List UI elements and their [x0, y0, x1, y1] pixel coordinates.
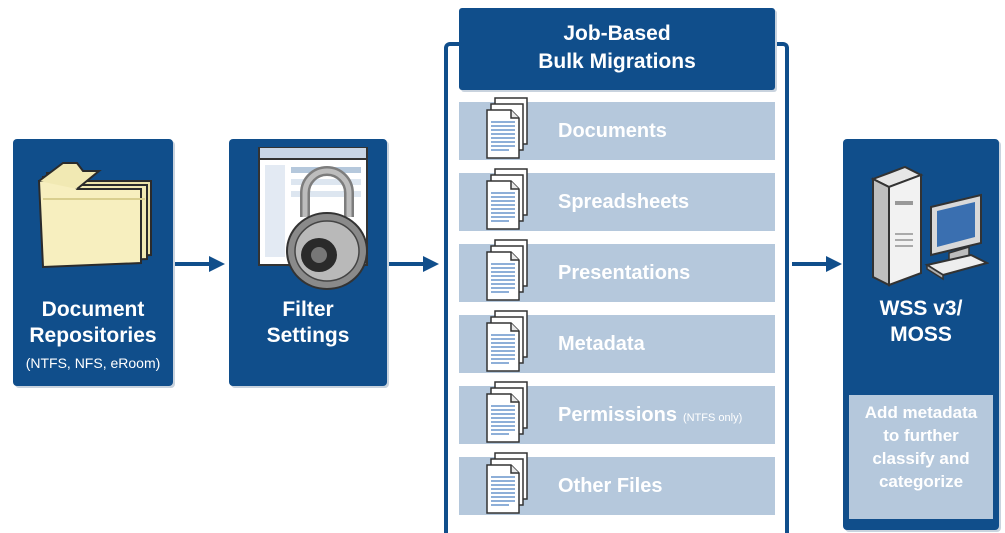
- arrow-right-icon: [175, 256, 225, 272]
- filter-title-line1: Filter: [282, 298, 334, 321]
- migration-item: Documents: [459, 97, 775, 160]
- padlock-window-icon: [258, 147, 368, 290]
- migration-item-text: Presentations: [558, 262, 691, 284]
- target-title-line2: MOSS: [890, 323, 952, 346]
- migration-item: Metadata: [459, 310, 775, 373]
- migration-item-label: Permissions (NTFS only): [558, 386, 742, 444]
- document-stack-icon: [485, 380, 533, 446]
- migration-item: Spreadsheets: [459, 168, 775, 231]
- migration-item-label: Other Files: [558, 457, 662, 515]
- migrations-header: Job-Based Bulk Migrations: [459, 8, 775, 90]
- document-repositories-box: Document Repositories (NTFS, NFS, eRoom): [13, 139, 173, 386]
- migration-item-text: Spreadsheets: [558, 191, 690, 213]
- migration-item-text: Metadata: [558, 333, 645, 355]
- document-stack-icon: [485, 167, 533, 233]
- target-callout: Add metadata to further classify and cat…: [849, 395, 993, 519]
- repositories-title-line2: Repositories: [29, 324, 157, 347]
- migration-item-label: Metadata: [558, 315, 645, 373]
- target-box: WSS v3/ MOSS Add metadata to further cla…: [843, 139, 999, 530]
- arrow-right-icon: [792, 256, 842, 272]
- repositories-subtitle: (NTFS, NFS, eRoom): [25, 355, 161, 371]
- filter-title-line2: Settings: [266, 324, 350, 347]
- migration-item-label: Spreadsheets: [558, 173, 689, 231]
- document-stack-icon: [485, 96, 533, 162]
- document-stack-icon: [485, 238, 533, 304]
- target-title-line1: WSS v3/: [879, 297, 963, 320]
- computer-icon: [870, 165, 989, 287]
- arrow-right-icon: [389, 256, 439, 272]
- migration-item-label: Presentations: [558, 244, 690, 302]
- migration-item: Presentations: [459, 239, 775, 302]
- folder-icon: [37, 162, 152, 269]
- migration-item: Other Files: [459, 452, 775, 515]
- callout-line: categorize: [878, 472, 964, 491]
- callout-line: classify and: [872, 449, 970, 468]
- callout-line: to further: [883, 426, 959, 445]
- document-stack-icon: [485, 309, 533, 375]
- callout-line: Add metadata: [864, 403, 978, 422]
- document-stack-icon: [485, 451, 533, 517]
- migration-item: Permissions (NTFS only): [459, 381, 775, 444]
- migration-item-label: Documents: [558, 102, 667, 160]
- migration-item-note: (NTFS only): [682, 412, 743, 424]
- filter-settings-box: Filter Settings: [229, 139, 387, 386]
- migration-item-text: Documents: [558, 120, 667, 142]
- migration-item-text: Other Files: [558, 475, 663, 497]
- migrations-header-line1: Job-Based: [563, 22, 671, 45]
- migration-item-text: Permissions: [558, 404, 677, 426]
- migrations-header-line2: Bulk Migrations: [538, 50, 696, 73]
- repositories-title-line1: Document: [41, 298, 145, 321]
